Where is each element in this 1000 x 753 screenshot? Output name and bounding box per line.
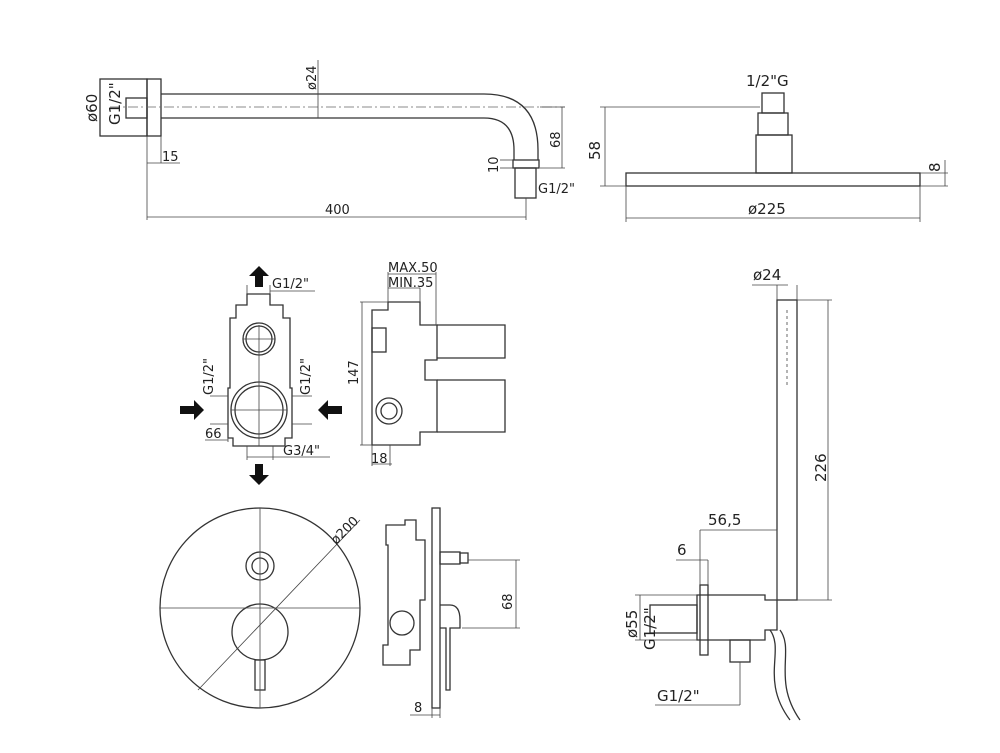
hand-shower-view: ø24 226 56,5 6 ø55 G1/2" G1/2"	[623, 266, 832, 721]
mixer-plate-dia: ø200	[328, 514, 362, 548]
hand-wall-gap: 6	[677, 541, 687, 559]
arrow-left-icon	[318, 400, 342, 420]
valve-side-view: MAX.50 MIN.35 147 18	[347, 261, 506, 467]
hand-thread-wall: G1/2"	[641, 607, 659, 650]
hand-thread-bottom: G1/2"	[657, 687, 700, 705]
arm-length: 400	[325, 203, 350, 218]
hand-flange-dia: ø55	[623, 610, 641, 638]
shower-arm-view: ø60 G1/2" ø24 15 68 10 G1/2" 400	[83, 60, 575, 220]
hand-outlet-projection: 56,5	[708, 511, 741, 529]
valve-front-view: G1/2" G1/2" G1/2" 66 G3/4"	[180, 266, 342, 485]
valve-inlet-right: G1/2"	[299, 358, 314, 395]
valve-outlet-top: G1/2"	[272, 277, 309, 292]
arm-flange-depth: 15	[162, 150, 179, 165]
arm-drop: 68	[549, 131, 564, 148]
arm-thread-right: G1/2"	[538, 182, 575, 197]
valve-side-depth: 18	[371, 452, 388, 467]
mixer-front-view: ø200	[159, 507, 362, 709]
mixer-side-view: 68 8	[382, 507, 520, 718]
shower-head-view: 1/2"G 58 8 ø225	[586, 72, 948, 222]
valve-max-depth: MAX.50	[388, 261, 438, 276]
valve-min-depth: MIN.35	[388, 276, 433, 291]
head-height: 58	[586, 141, 604, 160]
valve-outlet-bottom: G3/4"	[283, 444, 320, 459]
arm-nut: 10	[487, 156, 502, 173]
arrow-down-icon	[249, 464, 269, 485]
valve-height: 147	[347, 360, 362, 385]
head-diameter: ø225	[748, 200, 786, 218]
head-thread: 1/2"G	[746, 72, 789, 90]
valve-inlet-left: G1/2"	[202, 358, 217, 395]
valve-width: 66	[205, 427, 222, 442]
arrow-up-icon	[249, 266, 269, 287]
arrow-right-icon	[180, 400, 204, 420]
head-thickness: 8	[926, 162, 944, 172]
hand-handle-dia: ø24	[753, 266, 781, 284]
arm-tube-dia: ø24	[305, 66, 320, 91]
mixer-plate-thickness: 8	[414, 701, 422, 716]
mixer-lever-offset: 68	[501, 593, 516, 610]
hand-handle-length: 226	[812, 453, 830, 482]
arm-flange-dia: ø60	[83, 94, 101, 122]
arm-thread-left: G1/2"	[106, 82, 124, 125]
